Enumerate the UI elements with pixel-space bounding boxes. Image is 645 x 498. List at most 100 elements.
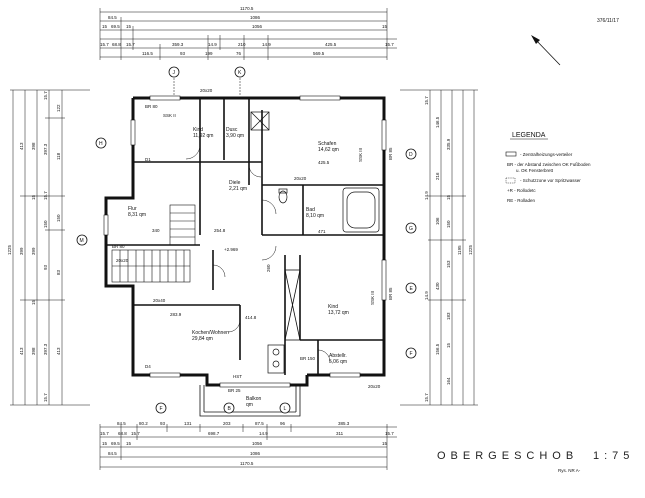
- dim-bot-r1-d: 131: [184, 421, 192, 426]
- dim-bot-r2-a: 15.7: [100, 431, 109, 436]
- svg-text:8,10 qm: 8,10 qm: [306, 213, 324, 219]
- axis-bubble-bottom-l: L: [279, 402, 291, 414]
- dim-right-c4-c: 14.9: [424, 291, 429, 300]
- room-flur: Flur 8,31 qm: [128, 206, 146, 218]
- dim-top-r4-i: 15.7: [385, 42, 394, 47]
- dim-bot-r1-f: 87.5: [255, 421, 264, 426]
- dim-top-r5-b: 93: [180, 51, 186, 56]
- label-425-5: 425.5: [318, 160, 330, 165]
- dim-right-c2-d: 153: [446, 260, 451, 268]
- dim-right-c3-c: 106: [435, 217, 440, 225]
- dim-left-c3-g: 15.7: [43, 393, 48, 402]
- dim-right-c2-c: 150: [446, 220, 451, 228]
- drawing-scale: 1:75: [593, 450, 634, 462]
- room-kochen-wohnen: Kochen/Wohnen 29,84 qm: [192, 330, 229, 342]
- balcony: [199, 385, 301, 417]
- svg-text:13,72 qm: 13,72 qm: [328, 310, 349, 316]
- dim-right-c4-a: 15.7: [424, 96, 429, 105]
- door-swings: [185, 144, 331, 363]
- label-ssk-iii-2: SSK III: [370, 291, 375, 305]
- dim-right-c3-a: 146.5: [435, 116, 440, 128]
- axis-bubble-left-m: M: [76, 234, 88, 246]
- dim-top-r2-a: 84.5: [108, 15, 117, 20]
- label-414-8: 414.8: [245, 315, 257, 320]
- dim-right-c4-b: 14.9: [424, 191, 429, 200]
- label-20x20-stair: 20x20: [116, 258, 129, 263]
- dim-top-r4-f: 210: [238, 42, 246, 47]
- dim-bot-r1-h: 385.3: [338, 421, 350, 426]
- dim-bot-r3-a: 15: [102, 441, 108, 446]
- legend-item-5: +R - Rollodetc: [507, 188, 536, 193]
- dim-right-c2-b: 15: [446, 194, 451, 200]
- dim-bot-r3-d: 1056: [252, 441, 263, 446]
- dim-left-c1-b: 399: [19, 247, 24, 255]
- label-d4: D4: [145, 364, 151, 369]
- axis-bubble-bottom-f: F: [155, 402, 167, 414]
- dim-bot-r2-c: 15.7: [131, 431, 140, 436]
- dim-top-r3-d: 1056: [252, 24, 263, 29]
- svg-text:K: K: [238, 70, 242, 76]
- dim-right-c2-g: 164: [446, 377, 451, 385]
- svg-text:B: B: [228, 406, 232, 412]
- sill-2: BR 80: [112, 244, 125, 249]
- dim-left-c1-a: 413: [19, 142, 24, 150]
- drawing-number: 376/11/17: [597, 18, 619, 24]
- svg-text:2,21 qm: 2,21 qm: [229, 186, 247, 192]
- shower-tray: [250, 111, 270, 131]
- sill-5: BR 150: [300, 356, 316, 361]
- dim-right-c2-e: 183: [446, 312, 451, 320]
- dimension-chain-top: [99, 8, 397, 60]
- legend-item-4: - Schutzzone vor Spritzwasser: [520, 178, 581, 183]
- axis-bubble-top-k: K: [234, 66, 246, 95]
- dim-left-c4-a: 122: [56, 104, 61, 112]
- dim-right-c2-a: 335.9: [446, 138, 451, 150]
- room-schlafen: Schafen 14,62 qm: [318, 141, 339, 153]
- dim-bot-r2-g: 15.7: [385, 431, 394, 436]
- dim-left-c4-d: 83: [56, 269, 61, 275]
- bathtub: [342, 187, 380, 233]
- dim-bot-r1-a: 84.5: [117, 421, 126, 426]
- room-kind-2: Kind 13,72 qm: [328, 304, 349, 316]
- dim-right-c2-f: 15: [446, 342, 451, 348]
- room-abstellraum: Abstellr. 5,06 qm: [329, 353, 347, 365]
- label-471: 471: [318, 229, 326, 234]
- svg-text:Kind: Kind: [193, 127, 203, 133]
- dim-top-r4-d: 359.3: [172, 42, 184, 47]
- dim-top-r3-a: 15: [102, 24, 108, 29]
- svg-text:11,92 qm: 11,92 qm: [193, 133, 213, 139]
- svg-text:29,84 qm: 29,84 qm: [192, 336, 213, 342]
- label-20x40: 20x40: [153, 298, 166, 303]
- dim-left-c2-c: 399: [31, 247, 36, 255]
- dimension-chain-right: [400, 89, 478, 406]
- dim-bot-r3-b: 69.5: [111, 441, 120, 446]
- dim-bot-r1-e: 203: [223, 421, 231, 426]
- svg-text:Flur: Flur: [128, 206, 137, 212]
- dim-bot-r2-d: 698.7: [208, 431, 220, 436]
- label-283-9: 283.9: [170, 312, 182, 317]
- dim-left-c1-c: 413: [19, 347, 24, 355]
- svg-text:Balkon: Balkon: [246, 396, 262, 402]
- sill-4: BR 85: [388, 287, 393, 300]
- svg-text:5,06 qm: 5,06 qm: [329, 359, 347, 365]
- label-254-8: 254.8: [214, 228, 226, 233]
- interior-walls: [106, 98, 384, 375]
- axis-bubble-right-g: G: [405, 222, 417, 234]
- shaft: [284, 269, 301, 341]
- svg-text:14,62 qm: 14,62 qm: [318, 147, 339, 153]
- legend: LEGENDA - Zentralheizungs-verteiler BR -…: [505, 132, 591, 203]
- dim-left-c2-e: 398: [31, 347, 36, 355]
- dim-left-c2-a: 398: [31, 142, 36, 150]
- dim-top-r3-c: 15: [126, 24, 132, 29]
- dim-top-r5-c: 199: [205, 51, 213, 56]
- dim-bot-r2-b: 68.8: [118, 431, 127, 436]
- svg-text:F: F: [410, 351, 413, 357]
- dim-top-r2-b: 1086: [250, 15, 261, 20]
- label-level: +2.969: [224, 247, 238, 252]
- axis-bubble-right-f: F: [405, 347, 417, 359]
- svg-text:M: M: [80, 238, 84, 244]
- dim-top-r5-a: 116.5: [142, 51, 153, 56]
- axis-bubble-left-h: H: [95, 137, 107, 149]
- dimension-chain-bottom: [99, 424, 397, 470]
- dim-bot-r1-c: 93: [160, 421, 166, 426]
- dim-top-r4-c: 15.7: [126, 42, 135, 47]
